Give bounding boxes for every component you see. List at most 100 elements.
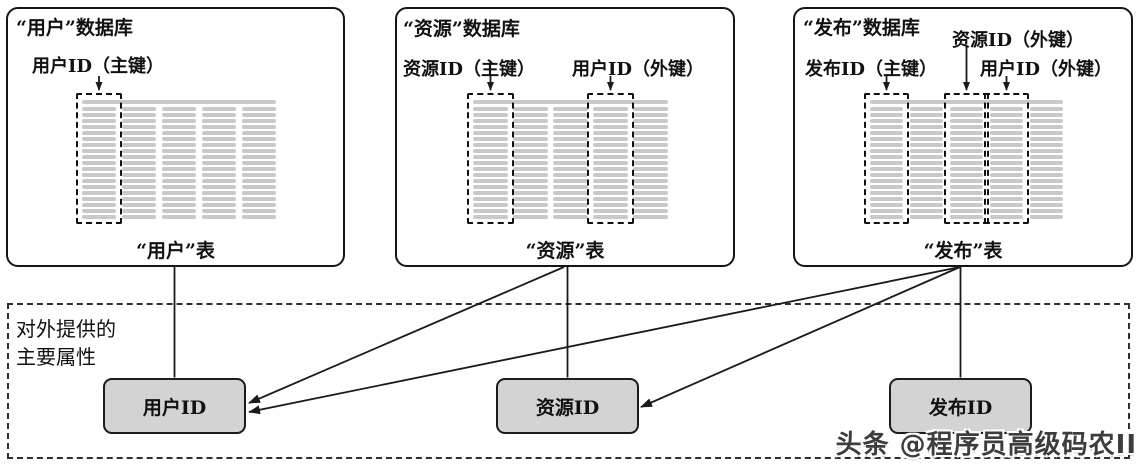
row-bar — [162, 149, 196, 153]
row-bar — [162, 107, 196, 111]
row-bar — [593, 119, 628, 123]
row-bar — [990, 161, 1023, 165]
row-bar — [1030, 203, 1063, 207]
row-bar — [870, 179, 903, 183]
row-bar — [162, 191, 196, 195]
row-bar — [1030, 173, 1063, 177]
row-bar — [553, 137, 588, 141]
row-bar — [242, 143, 276, 147]
row-bar — [473, 161, 508, 165]
row-bar — [1030, 113, 1063, 117]
row-bar — [122, 197, 156, 201]
row-bar — [162, 155, 196, 159]
row-bar — [82, 179, 116, 183]
row-bar — [473, 113, 508, 117]
row-bar — [1030, 185, 1063, 189]
row-bar — [242, 203, 276, 207]
row-bar — [473, 155, 508, 159]
row-bar — [553, 209, 588, 213]
row-bar — [950, 203, 983, 207]
row-bar — [473, 125, 508, 129]
row-bar — [202, 119, 236, 123]
row-bar — [553, 161, 588, 165]
row-bar — [990, 179, 1023, 183]
row-bar — [202, 125, 236, 129]
row-bar — [202, 143, 236, 147]
row-bar — [473, 197, 508, 201]
row-bar — [553, 107, 588, 111]
row-bar — [990, 167, 1023, 171]
row-bar — [910, 155, 943, 159]
row-bar — [633, 125, 668, 129]
row-bar — [990, 113, 1023, 117]
row-bar — [870, 203, 903, 207]
row-bar — [633, 149, 668, 153]
row-bar — [473, 149, 508, 153]
row-bar — [593, 149, 628, 153]
row-bar — [633, 179, 668, 183]
row-bar — [122, 191, 156, 195]
row-bar — [82, 215, 116, 219]
row-bar — [870, 137, 903, 141]
row-bar — [593, 191, 628, 195]
row-bar — [242, 179, 276, 183]
row-bar — [513, 131, 548, 135]
user-id-box-label: 用户ID — [142, 396, 207, 419]
row-bar — [870, 119, 903, 123]
row-bar — [202, 113, 236, 117]
row-bar — [950, 155, 983, 159]
row-bar — [513, 137, 548, 141]
row-bar — [202, 107, 236, 111]
row-bar — [473, 173, 508, 177]
panel-title-resource-db: “资源”数据库 — [403, 18, 520, 40]
row-bar — [910, 167, 943, 171]
row-bar — [950, 161, 983, 165]
row-bar — [473, 203, 508, 207]
row-bar — [162, 173, 196, 177]
row-bar — [593, 131, 628, 135]
row-bar — [122, 209, 156, 213]
row-bar — [162, 179, 196, 183]
row-bar — [990, 119, 1023, 123]
row-bar — [473, 215, 508, 219]
row-bar — [633, 197, 668, 201]
row-bar — [950, 209, 983, 213]
row-bar — [593, 137, 628, 141]
row-bar — [122, 179, 156, 183]
row-bar — [950, 173, 983, 177]
row-bar — [870, 125, 903, 129]
row-bar — [82, 100, 276, 104]
row-bar — [513, 179, 548, 183]
row-bar — [870, 209, 903, 213]
row-bar — [593, 107, 628, 111]
row-bar — [910, 113, 943, 117]
row-bar — [553, 143, 588, 147]
row-bar — [593, 143, 628, 147]
row-bar — [910, 125, 943, 129]
row-bar — [122, 113, 156, 117]
row-bar — [870, 167, 903, 171]
row-bar — [162, 209, 196, 213]
row-bar — [990, 191, 1023, 195]
key-column-box-user-db-col0 — [76, 93, 122, 224]
row-bar — [82, 185, 116, 189]
row-bar — [122, 203, 156, 207]
row-bar — [950, 119, 983, 123]
row-bar — [513, 185, 548, 189]
row-bar — [513, 215, 548, 219]
row-bar — [633, 107, 668, 111]
row-bar — [593, 209, 628, 213]
row-bar — [1030, 161, 1063, 165]
row-bar — [513, 155, 548, 159]
row-bar — [82, 161, 116, 165]
exported-attributes-label-line2: 主要属性 — [16, 345, 96, 369]
row-bar — [162, 131, 196, 135]
key-column-box-publish-db-col2 — [944, 93, 989, 224]
row-bar — [202, 215, 236, 219]
row-bar — [870, 107, 903, 111]
row-bar — [990, 143, 1023, 147]
row-bar — [82, 143, 116, 147]
row-bar — [910, 203, 943, 207]
key-column-box-resource-db-col0 — [467, 93, 514, 224]
row-bar — [870, 191, 903, 195]
